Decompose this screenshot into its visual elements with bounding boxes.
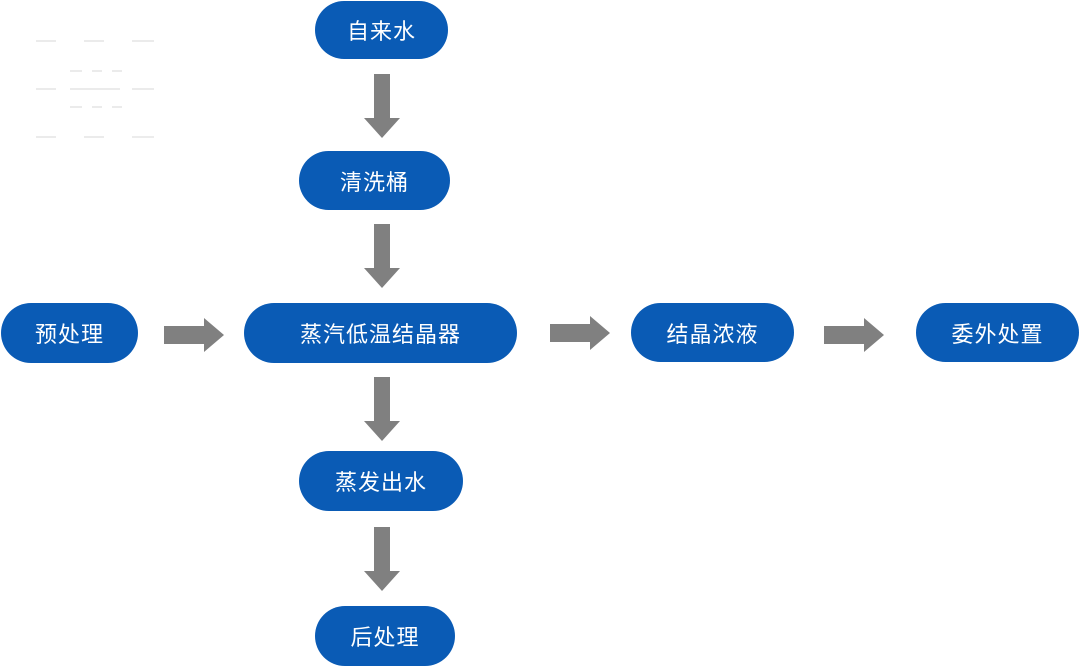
node-label: 蒸汽低温结晶器 [299,323,461,348]
watermark-row [30,136,170,144]
watermark-row [30,106,170,114]
node-label: 清洗桶 [339,170,409,196]
node-label: 自来水 [346,20,416,45]
watermark-row [30,40,170,48]
node-outsourcing: 委外处置 [916,303,1079,362]
arrow-right-icon [550,316,610,350]
node-evaporator: 蒸汽低温结晶器 [244,303,517,363]
node-cleaning-bucket: 清洗桶 [299,151,450,210]
watermark-row [30,88,170,96]
arrow-right-icon [164,318,224,352]
node-pretreatment: 预处理 [1,303,138,363]
arrow-down-icon [364,527,400,591]
arrow-right-icon [824,318,884,352]
arrow-down-icon [364,74,400,138]
node-label: 蒸发出水 [334,471,427,496]
node-post-treatment: 后处理 [315,606,455,666]
node-label: 预处理 [34,323,104,348]
node-concentrate: 结晶浓液 [631,303,794,362]
node-label: 委外处置 [951,322,1044,348]
node-label: 结晶浓液 [666,322,759,348]
arrow-down-icon [364,377,400,441]
node-tap-water: 自来水 [315,1,448,59]
arrow-down-icon [364,224,400,288]
watermark [30,34,170,144]
watermark-row [30,70,170,78]
node-label: 后处理 [350,626,420,651]
node-evaporated-water: 蒸发出水 [299,451,463,511]
